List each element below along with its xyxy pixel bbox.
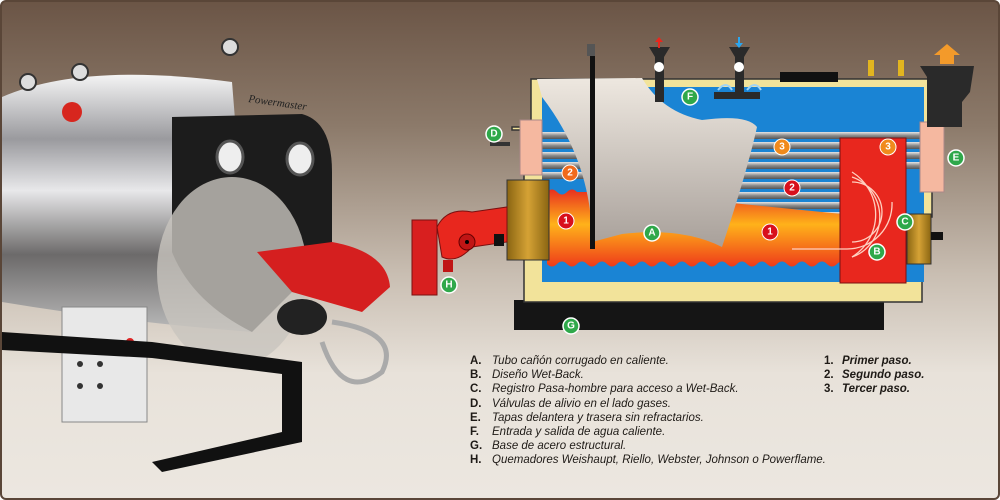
svg-text:F: F xyxy=(687,92,693,103)
svg-text:C: C xyxy=(901,217,908,228)
legend-item: F. Entrada y salida de agua caliente. xyxy=(470,425,826,439)
callout-d: D xyxy=(485,125,503,143)
skid-frame xyxy=(2,332,302,472)
svg-text:G: G xyxy=(567,321,575,332)
pass-2-marker: 2 xyxy=(561,164,579,182)
callout-e: E xyxy=(947,149,965,167)
sight-glass-icon xyxy=(285,141,315,177)
legend-text: Válvulas de alivio en el lado gases. xyxy=(492,397,672,410)
legend-text: Primer paso. xyxy=(842,355,912,367)
water-nozzles xyxy=(649,37,762,102)
pass-2-marker: 2 xyxy=(783,179,801,197)
legend-text: Entrada y salida de agua caliente. xyxy=(492,426,666,439)
legend-text: Tapas delantera y trasera sin refractari… xyxy=(492,411,704,424)
svg-text:E: E xyxy=(953,153,960,164)
wet-back-chamber xyxy=(839,137,907,284)
burner-front-plate xyxy=(506,179,550,261)
burner-photo xyxy=(257,242,390,312)
legend-item: 1. Primer paso. xyxy=(824,354,924,368)
callout-f: F xyxy=(681,88,699,106)
legend-key: B. xyxy=(470,369,482,382)
legend-key: E. xyxy=(470,411,481,424)
legend-key: H. xyxy=(470,454,482,467)
svg-text:B: B xyxy=(873,247,880,258)
boiler-photo: Powermaster xyxy=(2,38,390,472)
legend-key: G. xyxy=(470,440,483,453)
svg-text:1: 1 xyxy=(767,227,773,238)
inlet-arrow-icon xyxy=(735,37,743,48)
legend-text: Base de acero estructural. xyxy=(492,440,627,453)
legend-text: Diseño Wet-Back. xyxy=(492,369,584,382)
rear-smokebox xyxy=(919,121,945,193)
pass-1-marker: 1 xyxy=(761,223,779,241)
legend-text: Tercer paso. xyxy=(842,383,910,396)
front-smokebox xyxy=(519,119,543,176)
legend-item: D. Válvulas de alivio en el lado gases. xyxy=(470,397,826,411)
burner xyxy=(411,206,508,296)
legend-key: C. xyxy=(470,383,482,396)
legend-key: A. xyxy=(470,355,482,367)
svg-text:2: 2 xyxy=(789,183,795,194)
legend-item: E. Tapas delantera y trasera sin refracta… xyxy=(470,411,826,425)
legend-item: B. Diseño Wet-Back. xyxy=(470,368,826,382)
callout-a: A xyxy=(643,224,661,242)
legend-key: 2. xyxy=(824,369,834,382)
callout-h: H xyxy=(440,276,458,294)
legend-key: D. xyxy=(470,397,482,410)
exhaust-arrow-icon xyxy=(934,44,960,64)
sight-glass-icon xyxy=(215,139,245,175)
legend-item: 2. Segundo paso. xyxy=(824,368,924,382)
legend-key: F. xyxy=(470,426,479,439)
svg-text:A: A xyxy=(648,228,655,239)
svg-text:1: 1 xyxy=(563,216,569,227)
legend-key: 1. xyxy=(824,355,834,367)
valve-icon xyxy=(62,102,82,122)
svg-text:D: D xyxy=(490,129,497,140)
legend-item: 3. Tercer paso. xyxy=(824,382,924,396)
svg-text:3: 3 xyxy=(885,142,891,153)
svg-text:H: H xyxy=(445,280,452,291)
legend-item: C. Registro Pasa-hombre para acceso a Wet… xyxy=(470,382,826,396)
outlet-arrow-icon xyxy=(655,37,663,48)
svg-text:2: 2 xyxy=(567,168,573,179)
legend-text: Quemadores Weishaupt, Riello, Webster, J… xyxy=(492,454,826,467)
parts-legend: A. Tubo cañón corrugado en caliente. B. Di… xyxy=(470,354,826,468)
pass-3-marker: 3 xyxy=(879,138,897,156)
callout-g: G xyxy=(562,317,580,335)
callout-c: C xyxy=(896,213,914,231)
control-panel xyxy=(61,306,148,423)
legend-text: Segundo paso. xyxy=(842,369,925,382)
legend-item: A. Tubo cañón corrugado en caliente. xyxy=(470,354,826,368)
svg-text:3: 3 xyxy=(779,142,785,153)
legend-key: 3. xyxy=(824,383,834,396)
legend-text: Tubo cañón corrugado en caliente. xyxy=(492,355,669,367)
callout-b: B xyxy=(868,243,886,261)
pass-3-marker: 3 xyxy=(773,138,791,156)
passes-legend: 1. Primer paso. 2. Segundo paso. 3. Tercer … xyxy=(824,354,924,397)
legend-item: H. Quemadores Weishaupt, Riello, Webster,… xyxy=(470,453,826,467)
legend-item: G. Base de acero estructural. xyxy=(470,439,826,453)
legend-text: Registro Pasa-hombre para acceso a Wet-B… xyxy=(492,383,739,396)
pass-1-marker: 1 xyxy=(557,212,575,230)
exhaust-stack xyxy=(920,66,974,127)
